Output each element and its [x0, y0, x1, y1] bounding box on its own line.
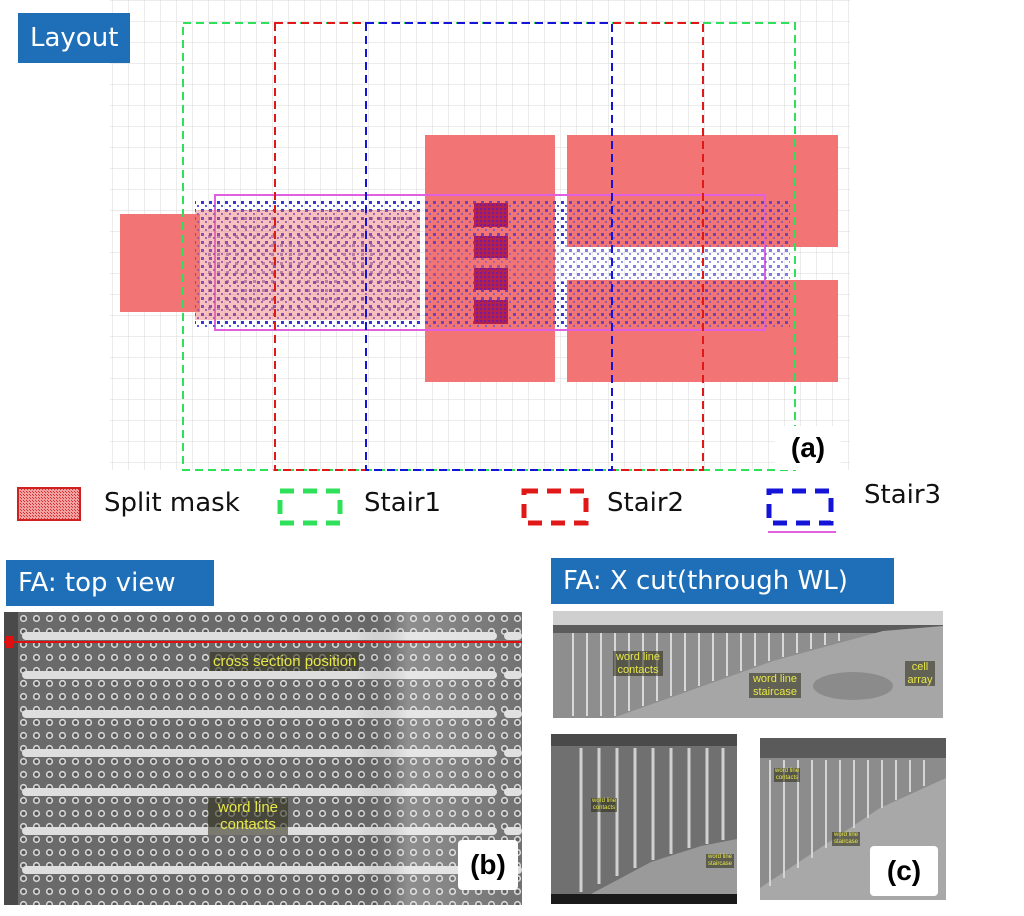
layout-panel: Layout (a) Split mask Stair1 Stair2 Stai…: [17, 0, 942, 533]
x-cut-panel-tag: (c): [870, 846, 938, 896]
stair3-outline: [365, 22, 613, 471]
layout-panel-tag: (a): [775, 426, 841, 470]
br-wl-contacts-label: word line contacts: [774, 768, 800, 782]
x-cut-bottom-right-image: word line contacts word line staircase (…: [760, 738, 946, 900]
x-cut-cell-array-label: cell array: [905, 661, 935, 687]
x-cut-bl-sem: [551, 734, 737, 904]
top-view-title: FA: top view: [6, 560, 214, 606]
x-cut-wl-staircase-label: word line staircase: [749, 673, 801, 699]
x-cut-bottom-left-image: word line contacts word line staircase: [551, 734, 737, 904]
center-hatched-blocks: [474, 203, 508, 324]
legend-label-stair3: Stair3: [864, 480, 942, 510]
legend-label-stair1: Stair1: [364, 488, 442, 518]
legend-label-split-mask: Split mask: [104, 488, 240, 518]
x-cut-title: FA: X cut(through WL): [551, 558, 894, 604]
br-wl-staircase-label: word line staircase: [832, 832, 860, 846]
split-mask-left: [120, 214, 200, 312]
legend-label-stair2: Stair2: [607, 488, 685, 518]
word-line-contacts-label: word line contacts: [208, 798, 288, 835]
top-view-sem: [4, 612, 522, 905]
legend-swatches: [17, 487, 836, 533]
bl-wl-staircase-label: word line staircase: [706, 854, 734, 868]
layout-title: Layout: [18, 13, 131, 63]
top-view-panel-tag: (b): [458, 840, 518, 890]
x-cut-wl-contacts-label: word line contacts: [613, 651, 663, 677]
layout-diagram: [17, 0, 850, 533]
top-view-image: cross section position word line contact…: [4, 612, 522, 905]
x-cut-main-sem: [553, 611, 943, 718]
cross-section-label: cross section position: [210, 652, 360, 672]
bl-wl-contacts-label: word line contacts: [591, 798, 617, 812]
x-cut-main-image: word line contacts word line staircase c…: [553, 611, 943, 718]
